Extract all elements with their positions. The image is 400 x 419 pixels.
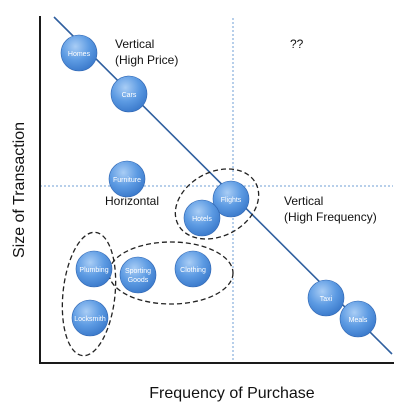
bubble-label-sporting-goods-line1: Sporting <box>125 268 151 275</box>
bubble-clothing: Clothing <box>174 250 212 288</box>
quadrant-label-bottom-right-line1: Vertical <box>284 194 323 208</box>
bubble-flights: Flights <box>212 180 250 218</box>
group-outline-travel <box>174 168 260 240</box>
bubble-label-locksmith: Locksmith <box>74 316 106 323</box>
bubble-label-cars: Cars <box>122 92 137 99</box>
bubble-sporting-goods: Sporting Goods <box>119 256 157 294</box>
group-outline-services <box>61 231 117 357</box>
bubble-label-furniture: Furniture <box>113 177 141 184</box>
bubble-taxi: Taxi <box>307 279 345 317</box>
bubble-hotels: Hotels <box>183 199 221 237</box>
quadrant-label-bottom-left: Horizontal <box>105 194 159 208</box>
quadrant-label-top-left-line1: Vertical <box>115 37 154 51</box>
y-axis-label: Size of Transaction <box>11 122 28 258</box>
bubble-label-clothing: Clothing <box>180 267 206 274</box>
bubble-label-taxi: Taxi <box>320 296 333 303</box>
bubble-plumbing: Plumbing <box>75 250 113 288</box>
quadrant-label-top-right: ?? <box>290 37 304 51</box>
quadrant-label-top-left-line2: (High Price) <box>115 53 178 67</box>
x-axis-label: Frequency of Purchase <box>149 385 315 402</box>
bubble-homes: Homes <box>60 34 98 72</box>
bubble-label-plumbing: Plumbing <box>79 267 108 274</box>
bubble-label-homes: Homes <box>68 51 91 58</box>
bubble-label-sporting-goods-line2: Goods <box>128 277 149 284</box>
bubble-label-flights: Flights <box>221 197 242 204</box>
bubble-label-meals: Meals <box>349 317 368 324</box>
quadrant-label-bottom-right-line2: (High Frequency) <box>284 210 377 224</box>
bubble-cars: Cars <box>110 75 148 113</box>
bubble-meals: Meals <box>339 300 377 338</box>
bubble-locksmith: Locksmith <box>71 299 109 337</box>
bubble-furniture: Furniture <box>108 160 146 198</box>
group-outline-retail <box>108 241 234 305</box>
bubble-label-hotels: Hotels <box>192 216 212 223</box>
